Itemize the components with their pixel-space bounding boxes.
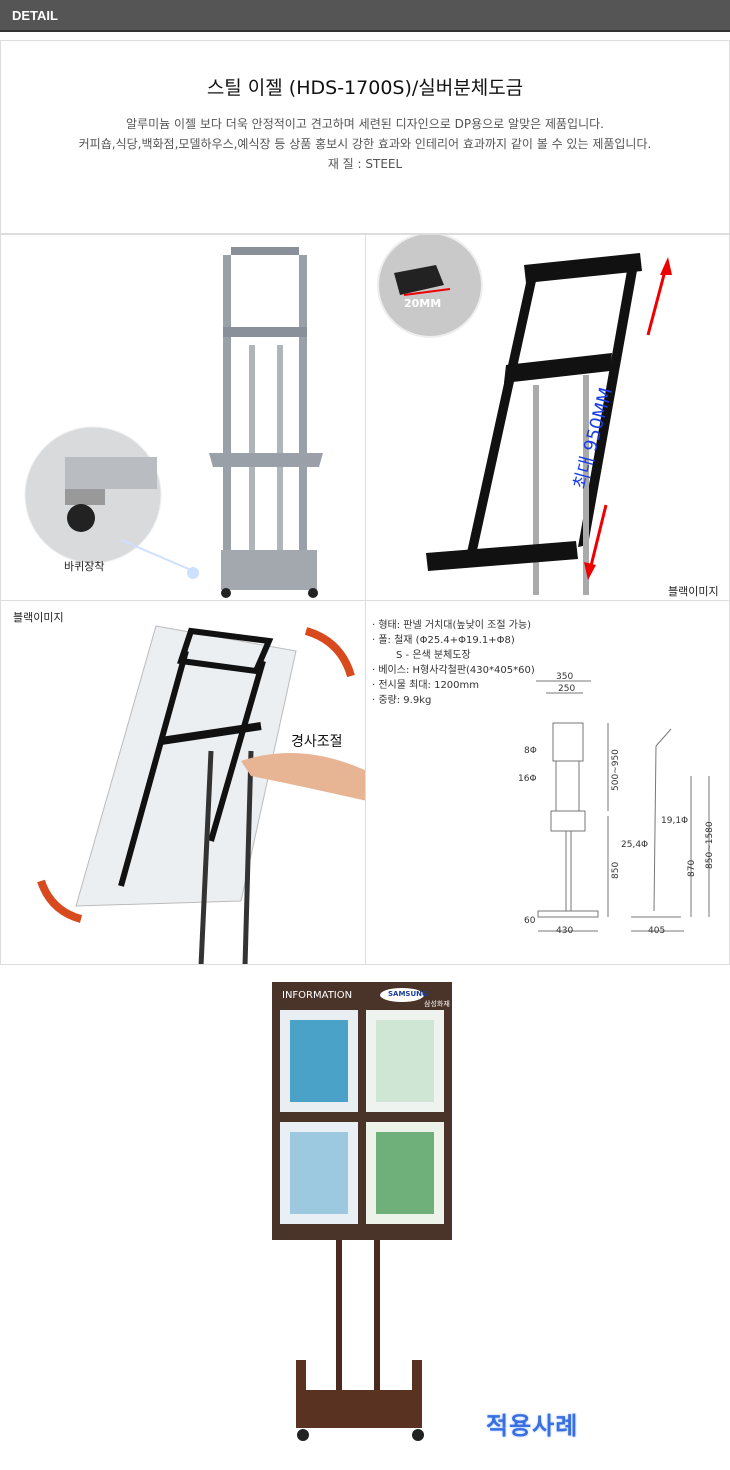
black-image-label: 블랙이미지 xyxy=(668,585,719,598)
dim-top-inner: 250 xyxy=(558,684,575,694)
dim-depth: 405 xyxy=(648,926,665,936)
intro-line: 커피숍,식당,백화점,모델하우스,예식장 등 상품 홍보시 강한 효과와 인테리… xyxy=(78,137,652,151)
size-label: 20MM xyxy=(404,297,442,310)
spec-item: · 전시물 최대: 1200mm xyxy=(372,680,480,691)
section-header-label: DETAIL xyxy=(12,8,58,23)
dim-d25: 25,4Φ xyxy=(621,840,648,850)
spec-item: · 베이스: H형사각철판(430*405*60) xyxy=(372,665,535,676)
section-header: DETAIL xyxy=(0,0,730,32)
spec-list: · 형태: 판넬 거치대(높낮이 조절 가능) · 폴: 철재 (Φ25.4+Φ… xyxy=(372,618,535,708)
dim-base-h: 60 xyxy=(524,916,536,926)
intro-line: 재 질 : STEEL xyxy=(327,157,403,171)
spec-item: · 폴: 철재 (Φ25.4+Φ19.1+Φ8) xyxy=(372,635,515,646)
tilt-label: 경사조절 xyxy=(291,734,343,750)
dim-d16: 16Φ xyxy=(518,774,537,784)
spec-item: S - 은색 분체도장 xyxy=(396,650,471,661)
example-stand-image xyxy=(272,982,452,1441)
brand-sub: 삼성화재 xyxy=(424,1000,450,1008)
dim-h870: 870 xyxy=(687,860,697,877)
panel-black-stand: 20MM 최대 950MM 블랙이미지 xyxy=(365,234,730,601)
silver-stand-image xyxy=(24,247,323,598)
black-stand-image xyxy=(377,235,672,595)
panel-specs: 350 250 8Φ 16Φ 500~950 850 60 430 19,1Φ … xyxy=(365,600,730,965)
panel-silver-stand: 바퀴장착 xyxy=(0,234,366,601)
black-image-label: 블랙이미지 xyxy=(13,611,64,624)
example-caption: 적용사례 xyxy=(486,1412,579,1440)
board-title: INFORMATION xyxy=(282,990,353,1001)
dim-range: 500~950 xyxy=(611,749,621,791)
panel-tilt: 블랙이미지 경사조절 xyxy=(0,600,366,965)
dim-top-outer: 350 xyxy=(556,672,573,682)
dim-lower: 850 xyxy=(611,862,621,879)
spec-item: · 중량: 9.9kg xyxy=(372,695,432,706)
tilt-image xyxy=(37,625,365,964)
product-intro: 스틸 이젤 (HDS-1700S)/실버분체도금 알루미늄 이젤 보다 더욱 안… xyxy=(0,40,730,234)
dim-base-w: 430 xyxy=(556,926,573,936)
dim-d8: 8Φ xyxy=(524,746,537,756)
dim-d19: 19,1Φ xyxy=(661,816,688,826)
intro-line: 알루미늄 이젤 보다 더욱 안정적이고 견고하며 세련된 디자인으로 DP용으로… xyxy=(126,117,604,131)
brand-logo: SAMSUNG xyxy=(388,990,428,998)
dim-total: 850~1580 xyxy=(705,821,715,869)
spec-item: · 형태: 판넬 거치대(높낮이 조절 가능) xyxy=(372,620,532,631)
wheel-label: 바퀴장착 xyxy=(64,560,105,573)
product-title: 스틸 이젤 (HDS-1700S)/실버분체도금 xyxy=(206,77,524,99)
dimension-drawing: 350 250 8Φ 16Φ 500~950 850 60 430 19,1Φ … xyxy=(518,672,715,936)
